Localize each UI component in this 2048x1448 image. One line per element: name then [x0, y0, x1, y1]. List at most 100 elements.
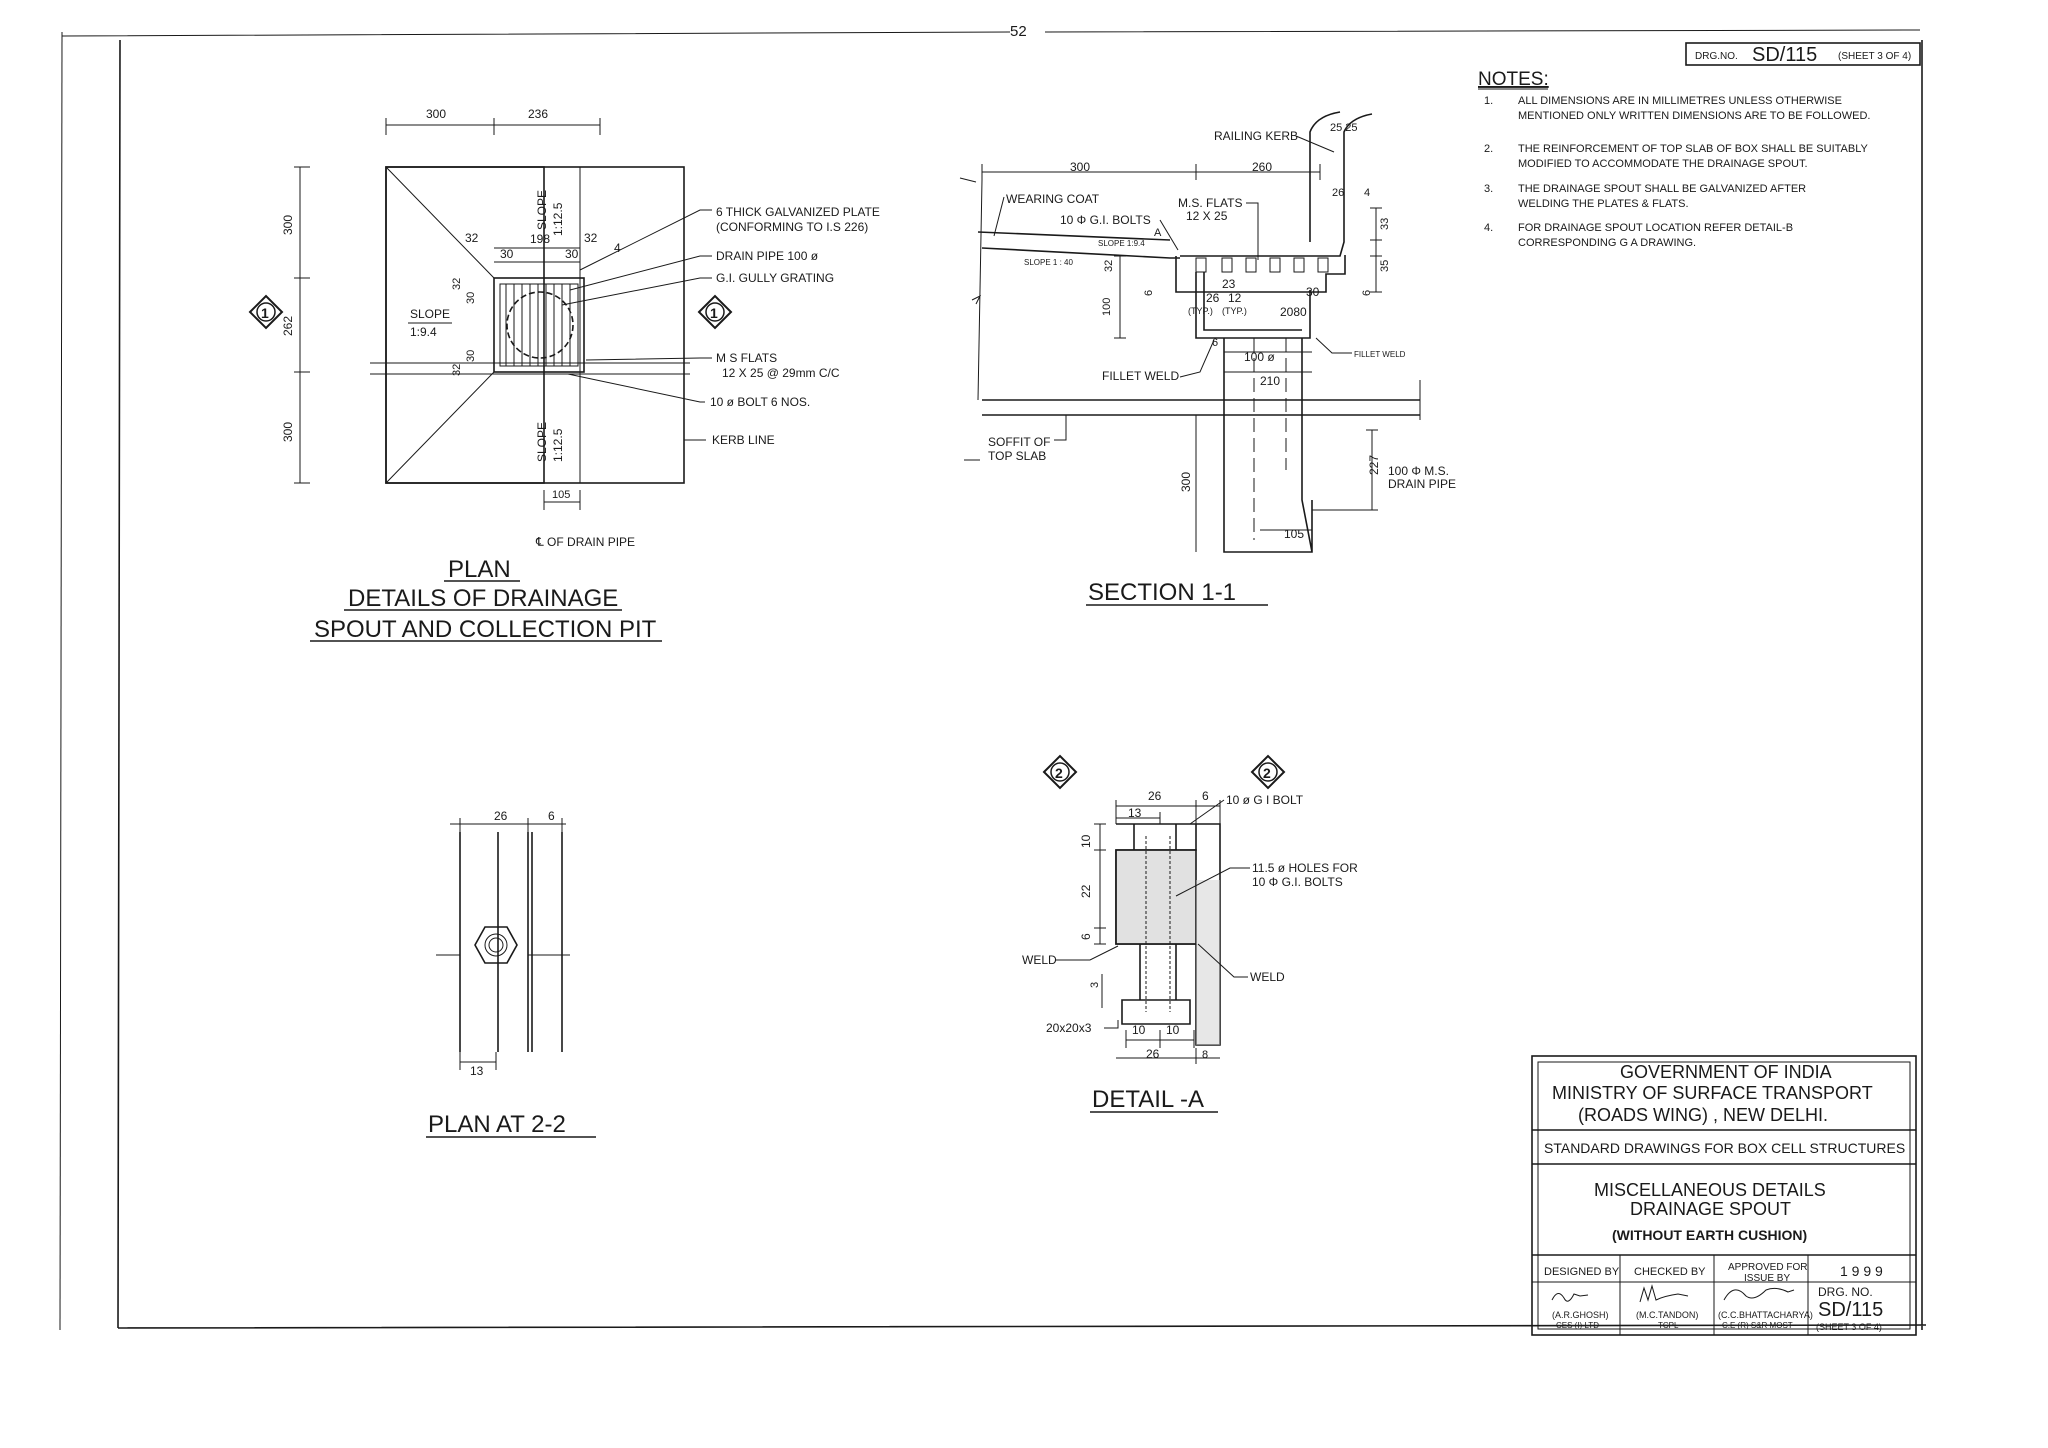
ms-flats	[1195, 257, 1329, 273]
plan-2-2-view: 26 6 13 PLAN AT 2-2	[426, 809, 596, 1138]
notes-title: NOTES:	[1478, 69, 1549, 90]
svg-text:2: 2	[1055, 765, 1063, 781]
plan-dim-32d: 32	[451, 364, 463, 376]
tb-drg-no-label: DRG. NO.	[1818, 1285, 1873, 1299]
sec-dim-32: 32	[1103, 260, 1115, 272]
checker-signature	[1639, 1284, 1689, 1303]
tb-checked-by: CHECKED BY	[1634, 1266, 1706, 1278]
plan-dim-left-top: 300	[281, 215, 295, 235]
det-weld-l: WELD	[1022, 953, 1057, 967]
p22-dim-13: 13	[470, 1064, 484, 1078]
tb-org-3: (ROADS WING) , NEW DELHI.	[1578, 1105, 1828, 1125]
plan-dim-30c: 30	[465, 292, 477, 304]
det-dim-13: 13	[1128, 806, 1142, 820]
drg-no-number: SD/115	[1752, 44, 1817, 66]
plan-dim-198: 198	[530, 232, 550, 246]
sec-dim-6b: 6	[1212, 337, 1218, 349]
svg-text:1: 1	[261, 305, 269, 321]
det-dim-22: 22	[1079, 884, 1093, 898]
det-dim-3: 3	[1089, 982, 1101, 988]
tb-title-1: MISCELLANEOUS DETAILS	[1594, 1180, 1826, 1200]
sec-bolts: 10 Φ G.I. BOLTS	[1060, 213, 1151, 227]
plan-callout-flats-2: 12 X 25 @ 29mm C/C	[722, 366, 840, 380]
det-dim-10b: 10	[1166, 1023, 1180, 1037]
sec-dim-4: 4	[1364, 187, 1370, 199]
sec-slope-2: SLOPE 1 : 40	[1024, 258, 1073, 267]
tb-checker-2: TCPL	[1658, 1321, 1679, 1330]
plan-title-2: DETAILS OF DRAINAGE	[348, 585, 618, 612]
sec-dim-100h: 100 ø	[1244, 350, 1275, 364]
tb-designer-1: (A.R.GHOSH)	[1552, 1310, 1609, 1320]
det-weld-r: WELD	[1250, 970, 1285, 984]
plan-slope-top-ratio: 1:12.5	[551, 202, 565, 236]
plan-dim-4: 4	[614, 241, 621, 255]
sec-flats-dim: 12 X 25	[1186, 209, 1228, 223]
plan-callout-plate-2: (CONFORMING TO I.S 226)	[716, 220, 868, 234]
tb-year: 1 9 9 9	[1840, 1263, 1883, 1279]
tb-sheet: (SHEET 3 OF 4)	[1816, 1322, 1882, 1332]
svg-text:2: 2	[1263, 765, 1271, 781]
sheet-border	[59, 29, 1927, 1331]
section-1-1-view: 300 260 RAILING KERB 25 25 WEARING COAT …	[959, 111, 1456, 606]
tb-series: STANDARD DRAWINGS FOR BOX CELL STRUCTURE…	[1544, 1140, 1905, 1156]
sec-fillet-2: FILLET WELD	[1354, 350, 1406, 359]
sec-railing: RAILING KERB	[1214, 129, 1298, 143]
tb-org-2: MINISTRY OF SURFACE TRANSPORT	[1552, 1083, 1873, 1103]
det-dim-6: 6	[1202, 789, 1209, 803]
note-2-num: 2.	[1484, 143, 1493, 155]
plan-callout-flats-1: M S FLATS	[716, 351, 777, 365]
plan-callout-kerb: KERB LINE	[712, 433, 775, 447]
plan-slope-left-ratio: 1:9.4	[410, 325, 437, 339]
note-2-line-1: THE REINFORCEMENT OF TOP SLAB OF BOX SHA…	[1518, 143, 1869, 155]
plan-callout-grating: G.I. GULLY GRATING	[716, 271, 834, 285]
note-3-num: 3.	[1484, 183, 1493, 195]
det-holes-1: 11.5 ø HOLES FOR	[1252, 861, 1358, 875]
sec-fillet-1: FILLET WELD	[1102, 369, 1179, 383]
sec-soffit-2: TOP SLAB	[988, 449, 1046, 463]
tb-title-2: DRAINAGE SPOUT	[1630, 1199, 1791, 1219]
note-3-line-1: THE DRAINAGE SPOUT SHALL BE GALVANIZED A…	[1518, 183, 1806, 195]
page-number: 52	[1010, 23, 1027, 40]
plan-dim-32b: 32	[584, 231, 598, 245]
detail-a-view: 2 2 26 6 13 10 ø G I BOLT 10 22 6 11.5 ø…	[1022, 754, 1358, 1113]
sec-a: A	[1154, 227, 1162, 239]
title-block: GOVERNMENT OF INDIA MINISTRY OF SURFACE …	[1531, 1055, 1917, 1336]
sec-dim-100v: 100	[1101, 298, 1113, 316]
plan-slope-bot: SLOPE	[535, 422, 549, 462]
sec-pipe-1: 100 Φ M.S.	[1388, 464, 1449, 478]
sec-dim-6r: 6	[1361, 290, 1373, 296]
sec-title: SECTION 1-1	[1088, 579, 1236, 606]
plan-dim-30a: 30	[500, 247, 514, 261]
det-dim-10a: 10	[1132, 1023, 1146, 1037]
drg-no-label: DRG.NO.	[1695, 51, 1738, 62]
sec-flats-title: M.S. FLATS	[1178, 196, 1242, 210]
plan-title-3: SPOUT AND COLLECTION PIT	[314, 616, 657, 643]
tb-designed-by: DESIGNED BY	[1544, 1266, 1620, 1278]
sec-dim-105: 105	[1284, 527, 1304, 541]
sec-dim-227: 227	[1367, 455, 1381, 475]
plan-dim-top-b: 236	[528, 107, 548, 121]
plan-callout-pipe: DRAIN PIPE 100 ø	[716, 249, 819, 263]
sec-soffit-1: SOFFIT OF	[988, 435, 1050, 449]
plan-slope-left: SLOPE	[410, 307, 450, 321]
plan-slope-top: SLOPE	[535, 190, 549, 230]
sec-dim-33: 33	[1379, 218, 1391, 230]
plan-slope-bot-ratio: 1:12.5	[551, 428, 565, 462]
tb-approver-2: C.E (R) S&R MOST	[1722, 1321, 1793, 1330]
sec-dim-2525: 25 25	[1330, 122, 1358, 134]
det-dim-10: 10	[1079, 834, 1093, 848]
tb-approved-1: APPROVED FOR	[1728, 1262, 1807, 1273]
sec-dim-260: 260	[1252, 160, 1272, 174]
sec-dim-300v: 300	[1179, 472, 1193, 492]
sec-typ-2: (TYP.)	[1222, 306, 1247, 316]
tb-org-1: GOVERNMENT OF INDIA	[1620, 1062, 1832, 1082]
gully-grating	[505, 284, 574, 366]
det-dim-26: 26	[1148, 789, 1162, 803]
approver-signature	[1723, 1287, 1795, 1301]
plan-dim-30b: 30	[565, 247, 579, 261]
tb-approver-1: (C.C.BHATTACHARYA)	[1718, 1310, 1813, 1320]
section-marker-left: 1	[248, 294, 284, 330]
tb-approved-2: ISSUE BY	[1744, 1273, 1790, 1284]
sec-pipe-2: DRAIN PIPE	[1388, 477, 1456, 491]
det-dim-8: 8	[1202, 1049, 1208, 1061]
